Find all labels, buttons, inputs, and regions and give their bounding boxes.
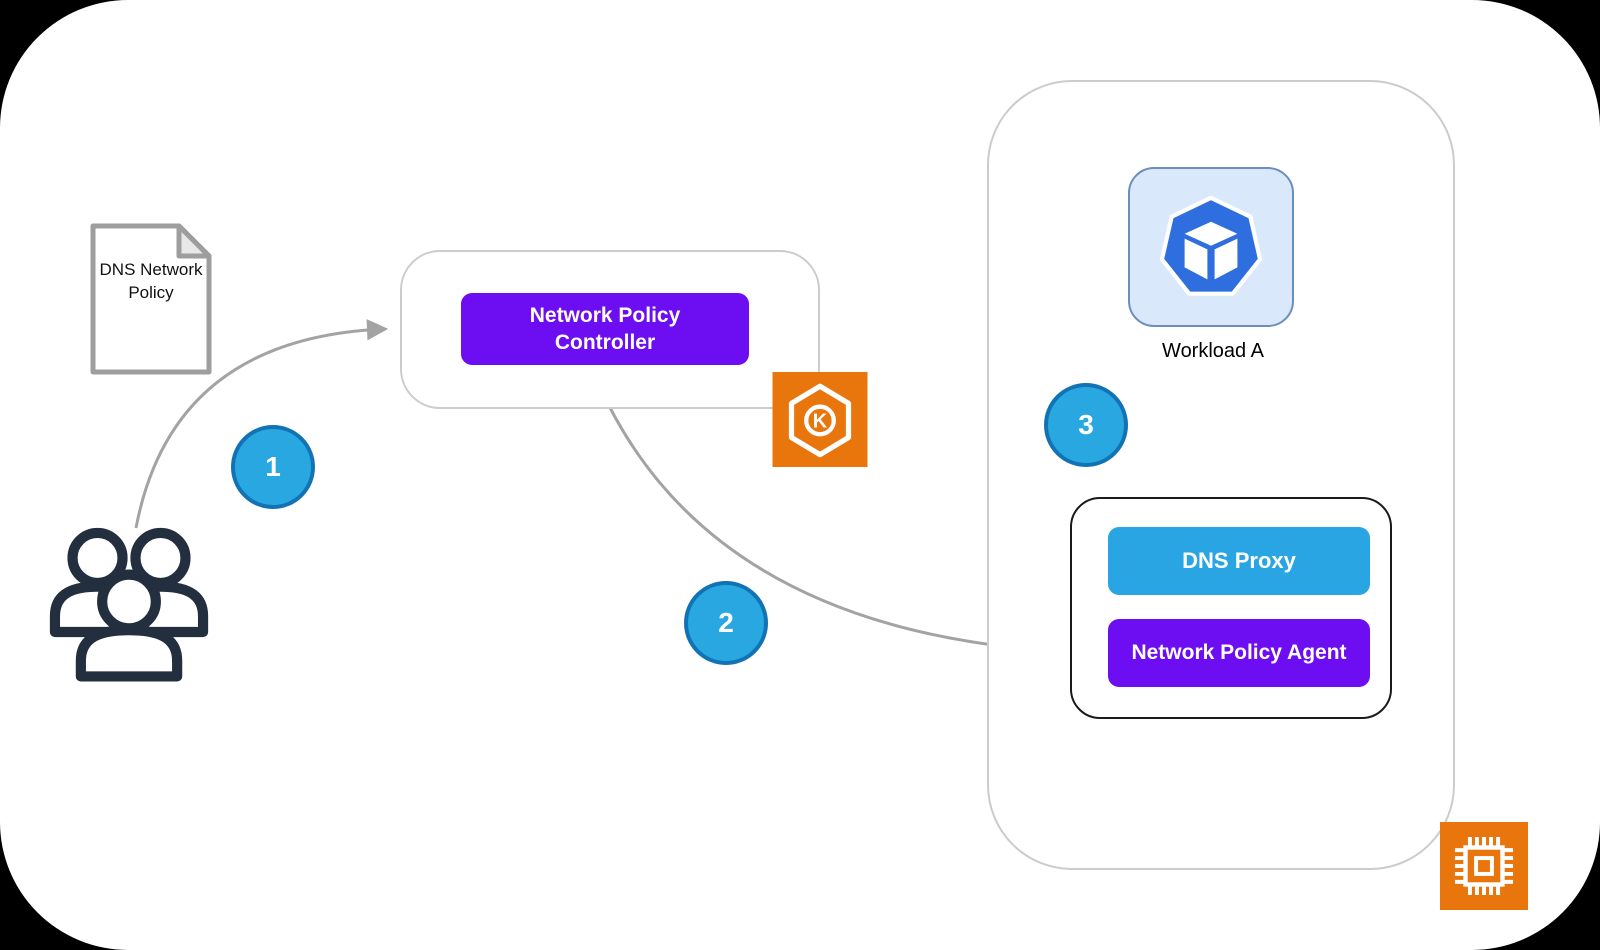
ec2-instance-chip-icon — [1440, 822, 1528, 910]
network-policy-agent-box: Network Policy Agent — [1108, 619, 1370, 687]
document-label: DNS Network Policy — [99, 260, 203, 302]
workload-pod-cube-icon — [1128, 167, 1294, 327]
eks-kubernetes-icon: K — [772, 372, 868, 467]
step-badge-3: 3 — [1044, 383, 1128, 467]
network-policy-controller-box: Network Policy Controller — [461, 293, 749, 365]
dns-network-policy-document: DNS Network Policy — [90, 223, 212, 375]
document-icon — [90, 223, 212, 375]
step-badge-2: 2 — [684, 581, 768, 665]
dns-proxy-box: DNS Proxy — [1108, 527, 1370, 595]
workload-label: Workload A — [1162, 340, 1264, 362]
eks-letter: K — [813, 411, 828, 433]
step-badge-1: 1 — [231, 425, 315, 509]
users-icon — [45, 520, 213, 682]
